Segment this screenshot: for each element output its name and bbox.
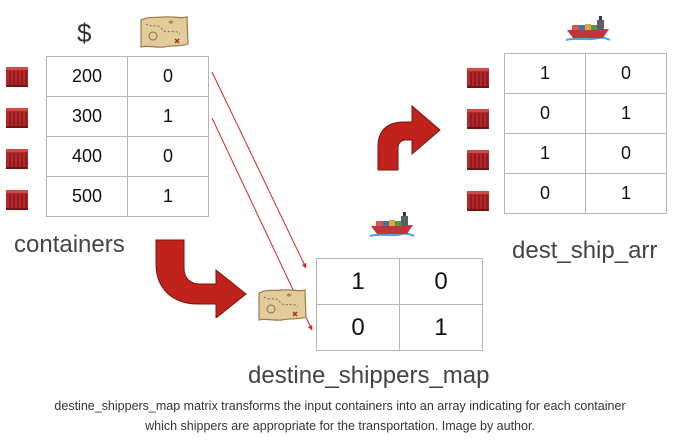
table-cell: 0: [127, 56, 209, 97]
table-cell: 400: [46, 136, 128, 177]
shipping-container-icon: [466, 189, 490, 213]
dest-ship-arr-label: dest_ship_arr: [512, 237, 658, 264]
table-cell: 300: [46, 96, 128, 137]
cargo-ship-icon: [368, 210, 416, 240]
table-cell: 0: [504, 173, 586, 214]
table-cell: 200: [46, 56, 128, 97]
table-cell: 1: [585, 93, 667, 134]
table-cell: 1: [127, 96, 209, 137]
cargo-ship-icon: [564, 14, 612, 44]
table-cell: 0: [127, 136, 209, 177]
shipping-container-icon: [466, 107, 490, 131]
containers-label: containers: [14, 231, 125, 258]
table-cell: 1: [585, 173, 667, 214]
caption-line: destine_shippers_map matrix transforms t…: [54, 399, 626, 413]
table-cell: 1: [316, 258, 400, 305]
curved-arrow-icon: [377, 104, 441, 171]
destine-shippers-map-label: destine_shippers_map: [248, 362, 490, 389]
table-cell: 0: [585, 133, 667, 174]
table-cell: 1: [504, 133, 586, 174]
table-cell: 0: [585, 53, 667, 94]
table-cell: 500: [46, 176, 128, 217]
shipping-container-icon: [466, 66, 490, 90]
figure-caption: destine_shippers_map matrix transforms t…: [0, 396, 680, 436]
table-cell: 1: [127, 176, 209, 217]
table-cell: 1: [399, 304, 483, 351]
caption-line: which shippers are appropriate for the t…: [145, 419, 535, 433]
curved-arrow-icon: [155, 239, 247, 318]
table-cell: 0: [316, 304, 400, 351]
table-cell: 0: [399, 258, 483, 305]
treasure-map-icon: [256, 287, 308, 323]
connector-arrow: [211, 71, 307, 269]
price-header: $: [77, 18, 92, 48]
table-cell: 0: [504, 93, 586, 134]
table-cell: 1: [504, 53, 586, 94]
shipping-container-icon: [466, 148, 490, 172]
